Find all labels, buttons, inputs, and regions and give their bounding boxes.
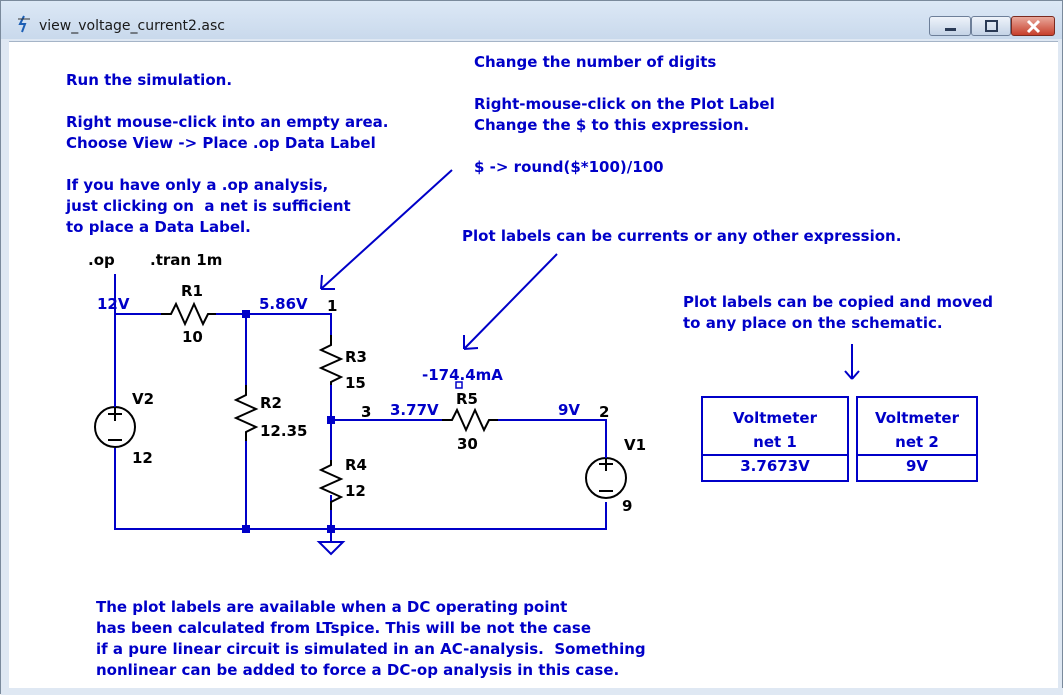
ground-symbol (316, 541, 346, 556)
instruction-bottom-4: nonlinear can be added to force a DC-op … (96, 661, 620, 679)
r4-value[interactable]: 12 (345, 482, 366, 500)
instruction-right-click-1: Right mouse-click into an empty area. (66, 113, 389, 131)
close-button[interactable] (1011, 16, 1055, 36)
current-label-anchor (455, 381, 463, 389)
v2-name[interactable]: V2 (132, 390, 155, 408)
arrows (320, 169, 860, 380)
v2-value[interactable]: 12 (132, 449, 153, 467)
r1-name[interactable]: R1 (181, 282, 203, 300)
voltmeter-net-2-divider (858, 454, 976, 456)
maximize-button[interactable] (971, 16, 1011, 36)
title-bar[interactable]: view_voltage_current2.asc (1, 1, 1062, 39)
instruction-copied-2: to any place on the schematic. (683, 314, 943, 332)
window-title: view_voltage_current2.asc (39, 18, 225, 34)
net-label-12v[interactable]: 12V (97, 295, 130, 313)
maximize-icon (985, 20, 998, 32)
r3-name[interactable]: R3 (345, 348, 367, 366)
current-plot-label[interactable]: -174.4mA (422, 366, 503, 384)
r2-value[interactable]: 12.35 (260, 422, 308, 440)
arrow-to-voltmeters (844, 344, 860, 380)
r5-name[interactable]: R5 (456, 390, 478, 408)
instruction-bottom-1: The plot labels are available when a DC … (96, 598, 568, 616)
r5-value[interactable]: 30 (457, 435, 478, 453)
close-icon (1026, 19, 1041, 34)
window-bottom-border (1, 688, 1063, 695)
ltspice-app-icon (18, 15, 30, 33)
instruction-op-only-1: If you have only a .op analysis, (66, 176, 329, 194)
schematic-drawing (94, 169, 860, 556)
instruction-currents: Plot labels can be currents or any other… (462, 227, 902, 245)
instruction-digits-2: Right-mouse-click on the Plot Label (474, 95, 775, 113)
schematic-canvas[interactable]: Run the simulation. Right mouse-click in… (9, 41, 1058, 688)
net-label-9v[interactable]: 9V (558, 401, 581, 419)
v1-value[interactable]: 9 (622, 497, 633, 515)
instruction-bottom-2: has been calculated from LTspice. This w… (96, 619, 591, 637)
resistor-r2 (233, 385, 259, 441)
resistors (161, 301, 498, 510)
node-label-3[interactable]: 3 (361, 403, 372, 421)
instruction-bottom-3: if a pure linear circuit is simulated in… (96, 640, 646, 658)
voltmeter-net-1-value: 3.7673V (740, 457, 810, 475)
node-label-1[interactable]: 1 (327, 297, 338, 315)
net-label-586v[interactable]: 5.86V (259, 295, 308, 313)
net-label-377v[interactable]: 3.77V (390, 401, 439, 419)
resistor-r3 (318, 335, 344, 385)
minimize-button[interactable] (929, 16, 971, 36)
r3-value[interactable]: 15 (345, 374, 366, 392)
voltmeter-net-1-divider (703, 454, 847, 456)
voltmeter-net-1-title: Voltmeter net 1 (733, 409, 817, 451)
r1-value[interactable]: 10 (182, 328, 203, 346)
resistor-r1 (161, 301, 216, 327)
voltmeter-net-2-value: 9V (905, 457, 929, 475)
instruction-digits-4: $ -> round($*100)/100 (474, 158, 664, 176)
minimize-icon (945, 28, 956, 31)
arrow-to-node-1 (320, 169, 453, 290)
source-polarity (108, 407, 613, 492)
resistor-r4 (318, 460, 344, 510)
instruction-copied-1: Plot labels can be copied and moved (683, 293, 993, 311)
v1-name[interactable]: V1 (624, 436, 647, 454)
instruction-run: Run the simulation. (66, 71, 233, 89)
junction-dots (242, 310, 335, 533)
r4-name[interactable]: R4 (345, 456, 367, 474)
voltmeter-net-2[interactable]: Voltmeter net 2 9V (856, 396, 978, 482)
voltmeter-net-2-title: Voltmeter net 2 (875, 409, 959, 451)
directive-tran[interactable]: .tran 1m (150, 251, 223, 269)
resistor-r5 (442, 407, 498, 433)
instruction-op-only-2: just clicking on a net is sufficient (66, 197, 351, 215)
voltmeter-net-1[interactable]: Voltmeter net 1 3.7673V (701, 396, 849, 482)
instruction-digits-3: Change the $ to this expression. (474, 116, 750, 134)
instruction-right-click-2: Choose View -> Place .op Data Label (66, 134, 376, 152)
instruction-digits-1: Change the number of digits (474, 53, 717, 71)
arrow-to-current-label (463, 253, 558, 350)
r2-name[interactable]: R2 (260, 394, 282, 412)
directive-op[interactable]: .op (88, 251, 115, 269)
node-label-2[interactable]: 2 (599, 403, 610, 421)
source-leads (114, 406, 607, 458)
instruction-op-only-3: to place a Data Label. (66, 218, 251, 236)
